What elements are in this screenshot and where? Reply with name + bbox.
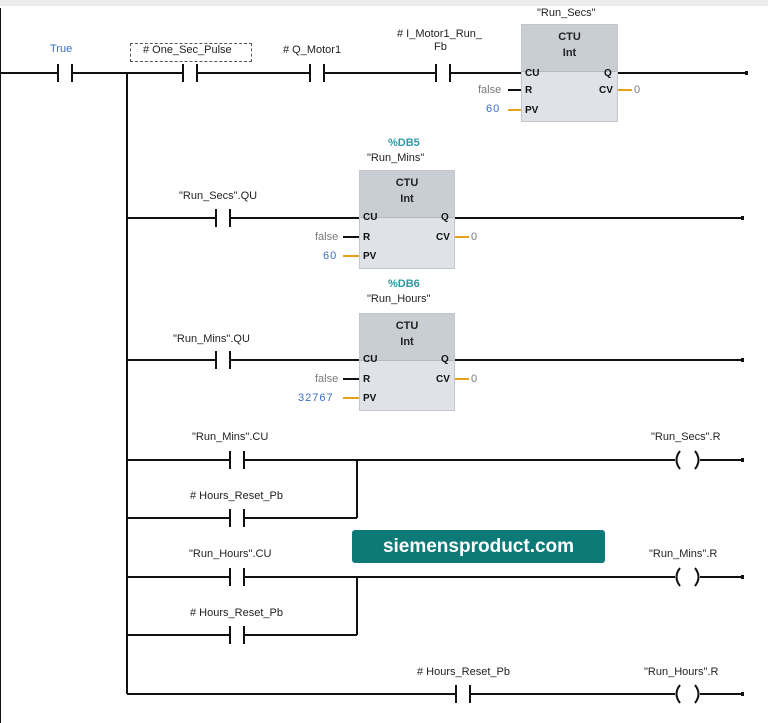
pin-cv: CV [436,232,450,243]
contact-label-run-mins-qu: "Run_Mins".QU [173,333,250,345]
contact-label-hours-reset-pb: # Hours_Reset_Pb [190,607,283,619]
contact-label-hours-reset-pb: # Hours_Reset_Pb [190,490,283,502]
block-instance-run-secs: "Run_Secs" [537,7,596,19]
r-value-run-hours: false [315,373,339,385]
contact-label-hours-reset-pb: # Hours_Reset_Pb [417,666,510,678]
contact-label-one-sec-pulse: # One_Sec_Pulse [143,44,232,56]
contact-label-q-motor1: # Q_Motor1 [283,44,342,56]
contact-label-run-hours-cu: "Run_Hours".CU [189,548,272,560]
block-instance-run-mins: "Run_Mins" [367,152,425,164]
pin-q: Q [441,354,449,365]
block-type: CTU [395,320,419,332]
pin-r: R [525,85,533,96]
contact-label-motor-fb-line2: Fb [434,41,447,53]
contact-label-run-mins-cu: "Run_Mins".CU [192,431,269,443]
pin-pv: PV [363,393,377,404]
pin-cv: CV [599,85,613,96]
pin-q: Q [604,68,612,79]
db-label-db6: %DB6 [388,278,420,290]
pin-cv: CV [436,374,450,385]
block-type: CTU [558,31,581,43]
block-type: CTU [395,177,419,189]
pv-value-run-secs: 60 [486,103,501,115]
block-instance-run-hours: "Run_Hours" [367,293,431,305]
contact-label-frame [130,43,252,62]
cv-value-run-hours: 0 [471,373,478,385]
watermark-banner: siemensproduct.com [352,530,605,563]
coil-label-run-mins-r: "Run_Mins".R [649,548,718,560]
cv-value-run-secs: 0 [634,84,641,96]
contact-label-true: True [50,43,73,55]
block-data-type: Int [400,193,414,205]
ctu-block-header: CTU Int [360,314,454,361]
ctu-block-header: CTU Int [360,171,454,218]
coil-label-run-secs-r: "Run_Secs".R [651,431,721,443]
r-value-run-mins: false [315,231,339,243]
pv-value-run-mins: 60 [323,250,338,262]
pin-q: Q [441,212,449,223]
pin-cu: CU [363,212,378,223]
pin-r: R [363,374,371,385]
block-data-type: Int [400,336,414,348]
contact-label-run-secs-qu: "Run_Secs".QU [179,190,258,202]
db-label-db5: %DB5 [388,137,420,149]
contact-label-motor-fb-line1: # I_Motor1_Run_ [397,28,482,40]
ctu-block-run-hours[interactable]: CTU Int CU R PV Q CV [359,313,455,411]
cv-value-run-mins: 0 [471,231,478,243]
top-bar [0,0,768,6]
pin-cu: CU [525,68,540,79]
coil-label-run-hours-r: "Run_Hours".R [644,666,719,678]
ctu-block-run-secs[interactable]: CTU Int CU R PV Q CV [521,24,618,122]
ctu-block-header: CTU Int [522,25,617,72]
r-value-run-secs: false [478,84,502,96]
ctu-block-run-mins[interactable]: CTU Int CU R PV Q CV [359,170,455,269]
pin-r: R [363,232,371,243]
pin-pv: PV [525,105,539,116]
block-data-type: Int [562,47,577,59]
pin-pv: PV [363,251,377,262]
pv-value-run-hours: 32767 [298,392,334,404]
pin-cu: CU [363,354,378,365]
